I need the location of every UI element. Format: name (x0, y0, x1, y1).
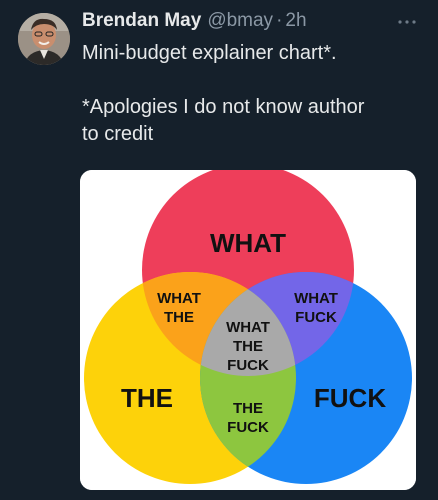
venn-label-center-2: THE (233, 338, 263, 355)
avatar-photo (18, 13, 70, 65)
author-name[interactable]: Brendan May (82, 10, 202, 31)
separator-dot: · (276, 10, 283, 31)
venn-label-center-3: FUCK (227, 357, 269, 374)
venn-label-bottom-1: THE (233, 400, 263, 417)
more-dots-glyph (398, 20, 416, 24)
venn-label-center-1: WHAT (226, 319, 270, 336)
venn-label-top-left-2: THE (164, 309, 194, 326)
avatar[interactable] (18, 13, 70, 65)
author-handle[interactable]: @bmay (207, 10, 274, 31)
tweet-header: Brendan May @bmay · 2h (82, 10, 307, 36)
tweet-text-line-2: *Apologies I do not know author to credi… (82, 96, 365, 145)
tweet-timestamp[interactable]: 2h (285, 10, 307, 31)
venn-label-top-right-1: WHAT (294, 290, 338, 307)
tweet-text: Mini-budget explainer chart*. *Apologies… (82, 40, 422, 148)
venn-label-right: FUCK (314, 383, 386, 413)
venn-diagram: WHAT WHAT THE WHAT FUCK WHAT THE FUCK TH… (80, 170, 416, 490)
tweet-image[interactable]: WHAT WHAT THE WHAT FUCK WHAT THE FUCK TH… (80, 170, 416, 490)
venn-overlap-center (200, 272, 296, 376)
tweet-text-line-1: Mini-budget explainer chart*. (82, 42, 337, 64)
venn-label-top-left-1: WHAT (157, 290, 201, 307)
venn-label-bottom-2: FUCK (227, 419, 269, 436)
venn-label-top: WHAT (210, 228, 286, 258)
more-horizontal-icon[interactable] (394, 12, 420, 32)
venn-label-left: THE (121, 383, 173, 413)
venn-label-top-right-2: FUCK (295, 309, 337, 326)
